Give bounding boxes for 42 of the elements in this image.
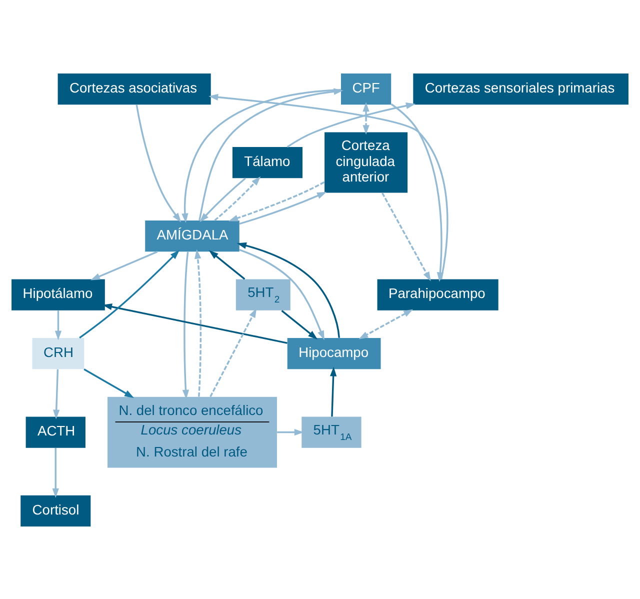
arrow: [52, 448, 59, 498]
arrow: [239, 191, 327, 224]
arrow: [277, 428, 304, 436]
arrow: [330, 366, 337, 416]
node-box: Hipocampo: [287, 338, 381, 369]
arrow: [90, 250, 158, 280]
node-box: Corteza cingulada anterior: [324, 132, 408, 192]
arrow: [286, 102, 416, 148]
node-box: Hipotálamo: [12, 278, 105, 310]
arrow: [79, 249, 180, 338]
node-box: Cortisol: [20, 494, 91, 526]
node-box: AMÍGDALA: [145, 220, 240, 252]
arrow: [84, 368, 134, 398]
node-box: ACTH: [26, 416, 86, 448]
arrow: [182, 251, 190, 399]
arrow: [236, 242, 340, 338]
arrow: [239, 248, 324, 340]
arrow: [382, 192, 431, 281]
arrow: [362, 102, 370, 134]
node-box: Cortezas asociativas: [58, 72, 211, 104]
arrow: [54, 310, 62, 340]
node-box: N. del tronco encefálico Locus coeruleus N. Rostral del rafe: [108, 396, 277, 468]
arrow: [358, 308, 414, 339]
arrow: [390, 102, 444, 282]
arrow: [102, 303, 288, 344]
arrow: [53, 368, 60, 419]
arrow: [214, 176, 261, 220]
node-box: CPF: [340, 72, 392, 104]
arrow: [208, 93, 448, 279]
node-box: CRH: [32, 338, 84, 369]
arrow: [281, 310, 318, 339]
arrow: [228, 180, 325, 221]
arrow: [194, 248, 202, 396]
node-box: 5HT$_{2}$: [236, 278, 290, 310]
node-box: Cortezas sensoriales primarias: [413, 72, 628, 104]
arrow: [136, 104, 182, 222]
arrow: [208, 250, 246, 280]
node-box: Tálamo: [232, 146, 302, 178]
arrow: [200, 177, 246, 222]
node-box: Parahipocampo: [377, 278, 498, 310]
arrow: [210, 308, 257, 397]
node-box: 5HT$_{1A}$: [302, 416, 362, 448]
